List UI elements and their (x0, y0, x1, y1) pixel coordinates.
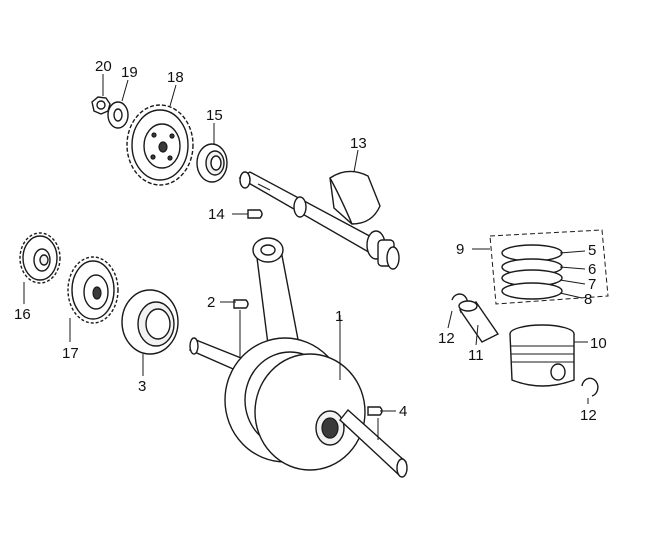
callout-7: 7 (588, 276, 596, 293)
part-9-piston-ring-set (489, 229, 609, 305)
callout-19: 19 (121, 64, 138, 81)
callout-10: 10 (590, 335, 607, 352)
part-4-woodruff-key (367, 406, 383, 416)
part-13-balancer-shaft (238, 170, 400, 270)
callout-1: 1 (335, 308, 343, 325)
part-10-piston (509, 324, 575, 387)
part-18-gear (126, 104, 194, 186)
part-16-gear (19, 232, 61, 284)
callout-12-left: 12 (438, 330, 455, 347)
part-17-gear (67, 256, 119, 324)
part-14-woodruff-key (247, 209, 263, 219)
callout-8: 8 (584, 291, 592, 308)
callout-5: 5 (588, 242, 596, 259)
callout-12-right: 12 (580, 407, 597, 424)
callout-14: 14 (208, 206, 225, 223)
callout-4: 4 (399, 403, 407, 420)
callout-6: 6 (588, 261, 596, 278)
callout-11: 11 (468, 347, 484, 364)
part-19-washer (107, 101, 129, 129)
part-2-woodruff-key (233, 299, 249, 309)
part-3-bearing (121, 289, 179, 355)
callout-18: 18 (167, 69, 184, 86)
callout-13: 13 (350, 135, 367, 152)
callout-3: 3 (138, 378, 146, 395)
part-15-bearing (196, 143, 228, 183)
part-20-nut (91, 96, 111, 115)
part-12-circlip-right (581, 377, 599, 397)
callout-16: 16 (14, 306, 31, 323)
part-1-crankshaft (188, 237, 408, 478)
callout-9: 9 (456, 241, 464, 258)
callout-20: 20 (95, 58, 112, 75)
callout-17: 17 (62, 345, 79, 362)
part-11-piston-pin (458, 300, 500, 343)
callout-2: 2 (207, 294, 215, 311)
callout-15: 15 (206, 107, 223, 124)
